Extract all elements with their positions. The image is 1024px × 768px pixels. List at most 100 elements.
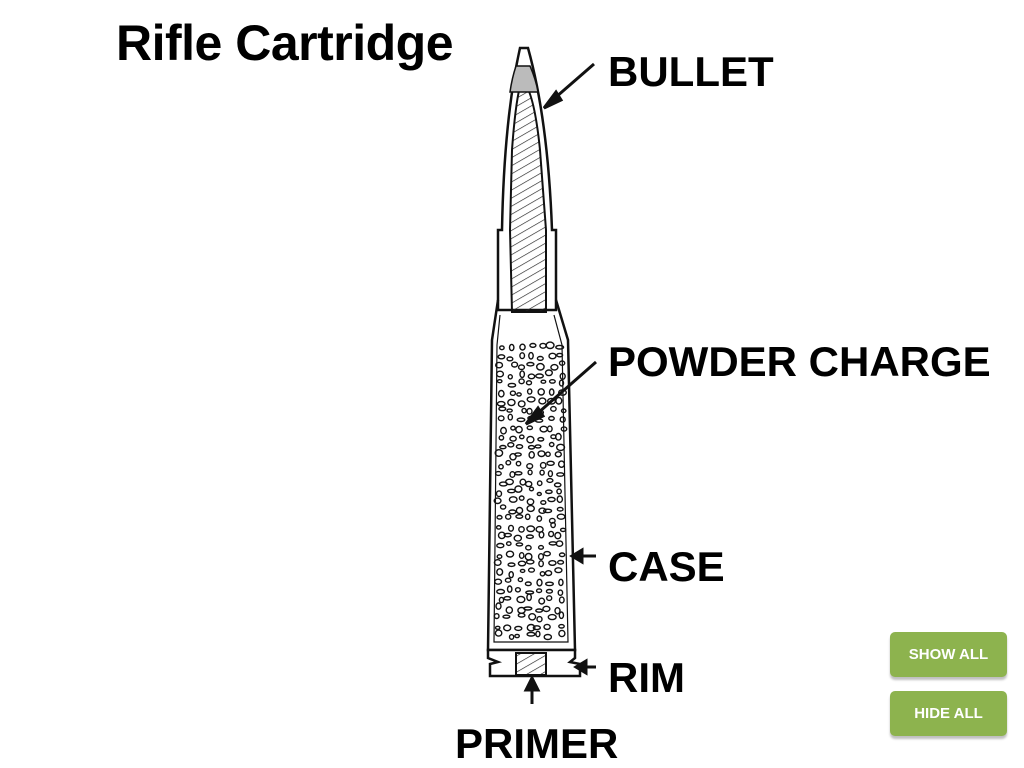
powder-granule [529,342,537,348]
powder-granule [518,434,525,440]
powder-granule [493,497,502,505]
powder-granule [547,470,554,478]
powder-granule [539,425,549,433]
powder-granule [527,567,536,573]
powder-granule [506,408,513,413]
powder-granule [506,585,513,593]
powder-granule [537,544,545,550]
powder-granule [548,388,555,396]
powder-granule [558,360,566,366]
powder-granule [506,356,514,362]
powder-granule [524,552,533,561]
powder-granule [542,605,551,613]
powder-granule [555,432,562,441]
powder-granule [553,482,562,488]
powder-granule [515,460,522,467]
powder-granule [554,567,563,574]
powder-granule [543,633,553,641]
powder-granule [538,531,545,539]
powder-granule [505,550,515,558]
powder-granule [517,364,526,371]
powder-granule [510,425,516,431]
powder-granule [535,608,544,613]
powder-granule [557,460,566,469]
powder-granule [507,562,516,568]
powder-granule [509,471,516,479]
label-powder-charge: POWDER CHARGE [608,338,991,385]
powder-granule [517,577,524,583]
powder-granule [538,560,544,568]
powder-granule [516,392,522,397]
powder-granule [503,624,512,632]
powder-charge-granules [493,341,568,641]
show-all-button[interactable]: SHOW ALL [890,632,1007,677]
powder-granule [504,513,512,520]
powder-granule [527,444,536,450]
rim-pointer-head [573,658,588,676]
powder-granule [510,361,519,368]
powder-granule [534,444,542,449]
powder-granule [499,444,507,450]
powder-granule [515,542,524,547]
powder-granule [554,451,562,458]
powder-granule [545,588,554,594]
powder-granule [526,361,535,367]
powder-granule [558,623,565,629]
powder-granule [514,470,523,476]
powder-granule [546,595,553,602]
powder-granule [493,559,502,567]
powder-granule [536,362,545,371]
powder-granule [524,480,533,488]
powder-granule [547,530,555,538]
powder-granule [525,534,535,540]
powder-granule [558,552,566,558]
powder-granule [546,460,555,466]
powder-granule [507,524,515,532]
powder-granule [517,400,526,408]
powder-granule [535,588,543,594]
powder-granule [496,379,503,384]
powder-granule [558,629,566,638]
powder-granule [542,508,553,514]
diagram-title: Rifle Cartridge [116,15,454,71]
case-inner-wall [493,314,569,643]
powder-granule [555,396,563,405]
powder-granule [495,361,504,369]
powder-granule [560,408,567,414]
powder-granule [498,345,505,351]
powder-granule [514,452,522,457]
powder-granule [505,541,512,547]
powder-granule [517,612,526,618]
powder-granule [560,426,568,432]
powder-granule [557,589,564,597]
powder-granule [558,379,565,387]
powder-granule [496,568,504,576]
powder-granule [508,634,515,641]
powder-granule [507,382,517,388]
powder-granule [550,521,556,529]
powder-granule [525,380,533,386]
powder-granule [548,415,555,421]
primer-pocket [515,652,547,676]
powder-granule [525,559,535,565]
powder-granule [508,571,515,579]
powder-granule [525,544,532,551]
powder-granule [523,606,533,611]
powder-granule [502,614,511,619]
powder-granule [526,435,535,444]
powder-granule [539,571,546,577]
bullet-core [508,78,547,313]
powder-granule [515,425,523,434]
powder-granule [556,472,565,477]
powder-granule [503,532,513,538]
powder-granule [526,388,533,395]
powder-granule [494,470,502,477]
powder-granule [539,342,547,349]
powder-granule [517,560,527,567]
powder-granule [519,568,526,574]
powder-granule [518,552,525,560]
powder-granule [550,405,557,412]
powder-granule [495,525,502,530]
powder-granule [495,602,502,610]
hide-all-button[interactable]: HIDE ALL [890,691,1007,736]
